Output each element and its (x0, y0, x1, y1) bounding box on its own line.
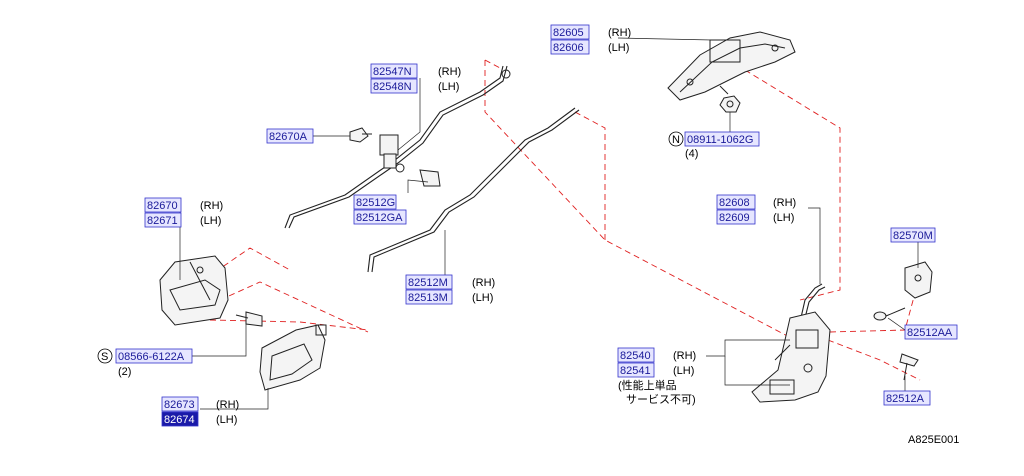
outer-door-handle-drawing (667, 31, 796, 101)
side-label-lh: (LH) (438, 81, 459, 93)
guide-inner-handle-top (214, 247, 291, 273)
part-link-82512G[interactable]: 82512G (356, 197, 395, 209)
diagram-code: A825E001 (908, 434, 959, 446)
label-group-82608: 82608 (RH) 82609 (LH) (716, 194, 796, 225)
note-not-serviceable-line2: サービス不可) (626, 393, 696, 406)
part-link-82670[interactable]: 82670 (147, 200, 178, 212)
part-link-82606[interactable]: 82606 (553, 42, 584, 54)
label-group-82512G: 82512G 82512GA (353, 194, 407, 225)
screw-82512AA-drawing (873, 307, 906, 321)
side-label-lh: (LH) (472, 292, 493, 304)
label-group-82540: 82540 (RH) 82541 (LH) (性能上単品 サービス不可) (617, 347, 696, 406)
part-link-82540[interactable]: 82540 (620, 350, 651, 362)
side-label-rh: (RH) (472, 277, 495, 289)
label-group-08566: S 08566-6122A (2) (97, 348, 193, 378)
striker-82570M-drawing (904, 261, 933, 299)
guide-rod-top (484, 59, 501, 69)
label-group-82512M: 82512M (RH) 82513M (LH) (405, 274, 495, 305)
side-label-lh: (LH) (608, 42, 629, 54)
part-link-82512A[interactable]: 82512A (886, 393, 925, 405)
side-label-rh: (RH) (200, 200, 223, 212)
note-not-serviceable-line1: (性能上単品 (618, 378, 677, 392)
rod-82547 (284, 65, 511, 229)
screw-82512A-drawing (899, 353, 919, 381)
side-label-rh: (RH) (773, 197, 796, 209)
side-label-rh: (RH) (216, 399, 239, 411)
label-group-82570M: 82570M (890, 227, 936, 243)
clip-82512G-drawing (379, 134, 441, 187)
side-label-lh: (LH) (673, 365, 694, 377)
n-symbol-letter: N (672, 134, 680, 146)
rod-82512 (367, 107, 580, 273)
part-link-82609[interactable]: 82609 (719, 212, 750, 224)
quantity-08911: (4) (685, 148, 698, 160)
part-link-82674-selected[interactable]: 82674 (164, 414, 195, 426)
label-group-82670A: 82670A (266, 128, 314, 144)
part-link-82513M[interactable]: 82513M (408, 292, 448, 304)
part-link-82608[interactable]: 82608 (719, 197, 750, 209)
inside-handle-drawing (159, 255, 229, 326)
dashed-guide-lines (209, 59, 921, 381)
side-label-rh: (RH) (608, 27, 631, 39)
side-label-lh: (LH) (200, 215, 221, 227)
label-group-82512A: 82512A (883, 390, 931, 406)
label-group-08911: N 08911-1062G (4) (668, 131, 760, 160)
part-link-82671[interactable]: 82671 (147, 215, 178, 227)
guide-inner-handle-to-rod (219, 281, 369, 333)
part-link-82673[interactable]: 82673 (164, 399, 195, 411)
guide-rod-82547-to-lock (484, 60, 796, 341)
clip-82670A-drawing (349, 127, 372, 143)
bolt-08566-drawing (235, 311, 263, 327)
part-link-82541[interactable]: 82541 (620, 365, 651, 377)
side-label-rh: (RH) (438, 66, 461, 78)
part-link-82547N[interactable]: 82547N (373, 66, 412, 78)
guide-lock-to-screw (827, 339, 921, 381)
s-symbol-letter: S (101, 351, 108, 363)
label-group-82512AA: 82512AA (904, 324, 958, 340)
door-lock-82540-drawing (751, 311, 831, 403)
quantity-08566: (2) (118, 366, 131, 378)
part-link-82570M[interactable]: 82570M (893, 230, 933, 242)
label-group-82605: 82605 (RH) 82606 (LH) (550, 24, 631, 55)
part-link-82512M[interactable]: 82512M (408, 277, 448, 289)
leader-lines (179, 37, 919, 410)
guide-inner-handle-to-escutcheon (209, 319, 369, 331)
part-link-82512GA[interactable]: 82512GA (356, 212, 403, 224)
part-link-82605[interactable]: 82605 (553, 27, 584, 39)
label-group-82673: 82673 (RH) 82674 (LH) (161, 396, 239, 427)
n-symbol-icon (668, 131, 684, 147)
part-link-08566-6122A[interactable]: 08566-6122A (118, 351, 185, 363)
part-link-82512AA[interactable]: 82512AA (907, 327, 953, 339)
part-link-82548N[interactable]: 82548N (373, 81, 412, 93)
escutcheon-82673-drawing (259, 324, 327, 391)
part-link-82670A[interactable]: 82670A (269, 131, 308, 143)
guide-rod-82512-to-lock (574, 111, 606, 240)
side-label-rh: (RH) (673, 350, 696, 362)
side-label-lh: (LH) (216, 414, 237, 426)
side-label-lh: (LH) (773, 212, 794, 224)
label-group-82547N: 82547N (RH) 82548N (LH) (370, 63, 461, 94)
guide-outer-handle-to-lock (744, 69, 841, 301)
s-symbol-icon (97, 348, 113, 364)
nut-08911-drawing (719, 95, 741, 113)
label-group-82670: 82670 (RH) 82671 (LH) (144, 197, 223, 228)
part-link-08911-1062G[interactable]: 08911-1062G (687, 134, 753, 146)
